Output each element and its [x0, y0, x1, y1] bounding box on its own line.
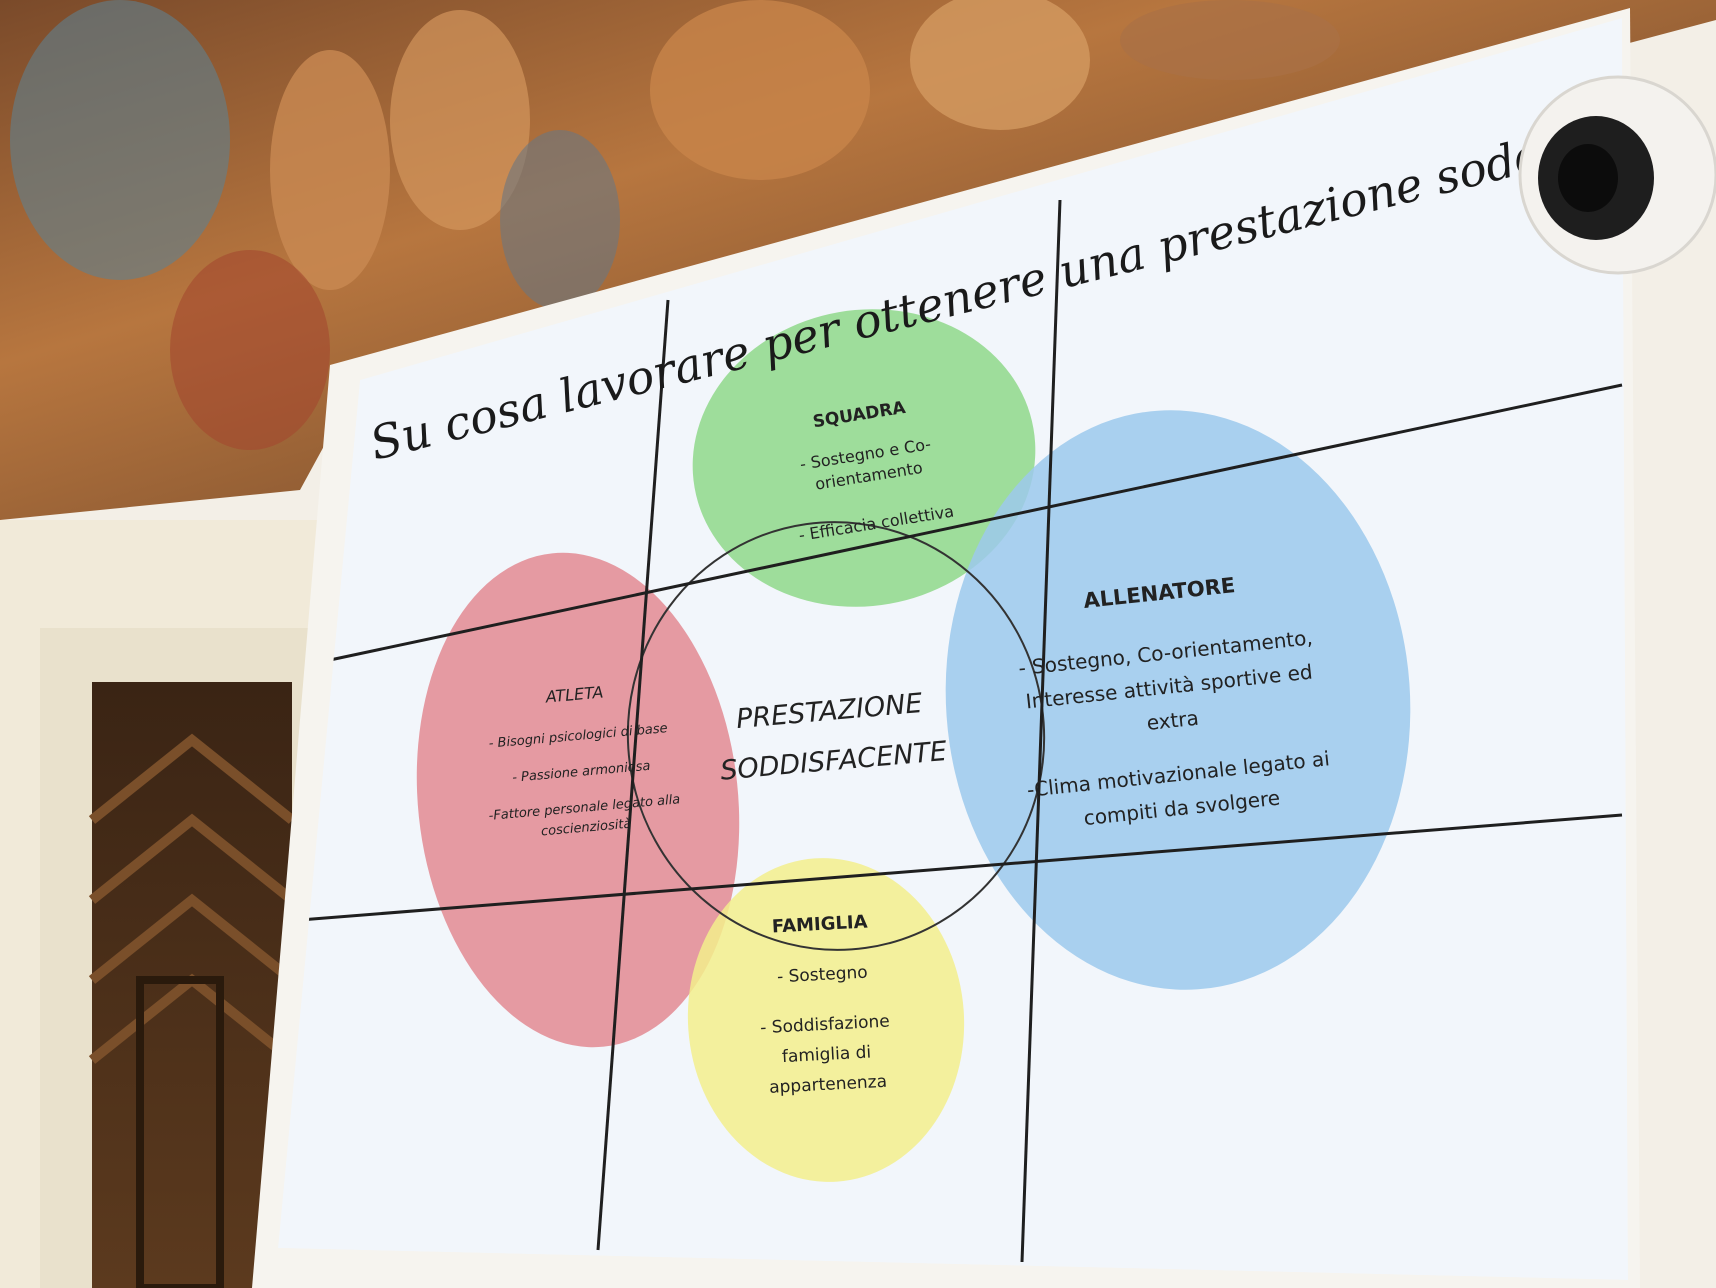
slide: Su cosa lavorare per ottenere una presta…: [278, 18, 1628, 1280]
circle-allenatore: [945, 410, 1411, 990]
speaker: [1518, 75, 1716, 275]
circle-squadra: [692, 309, 1036, 607]
allenatore-line-3: extra: [1145, 706, 1199, 735]
wooden-door: [88, 682, 296, 1288]
circle-famiglia: [687, 858, 965, 1182]
famiglia-line-3: famiglia di: [781, 1043, 871, 1068]
famiglia-line-1: - Sostegno: [777, 963, 869, 988]
panel-seams: [299, 199, 1623, 1263]
famiglia-heading: FAMIGLIA: [771, 912, 868, 938]
circle-atleta: [416, 552, 740, 1048]
